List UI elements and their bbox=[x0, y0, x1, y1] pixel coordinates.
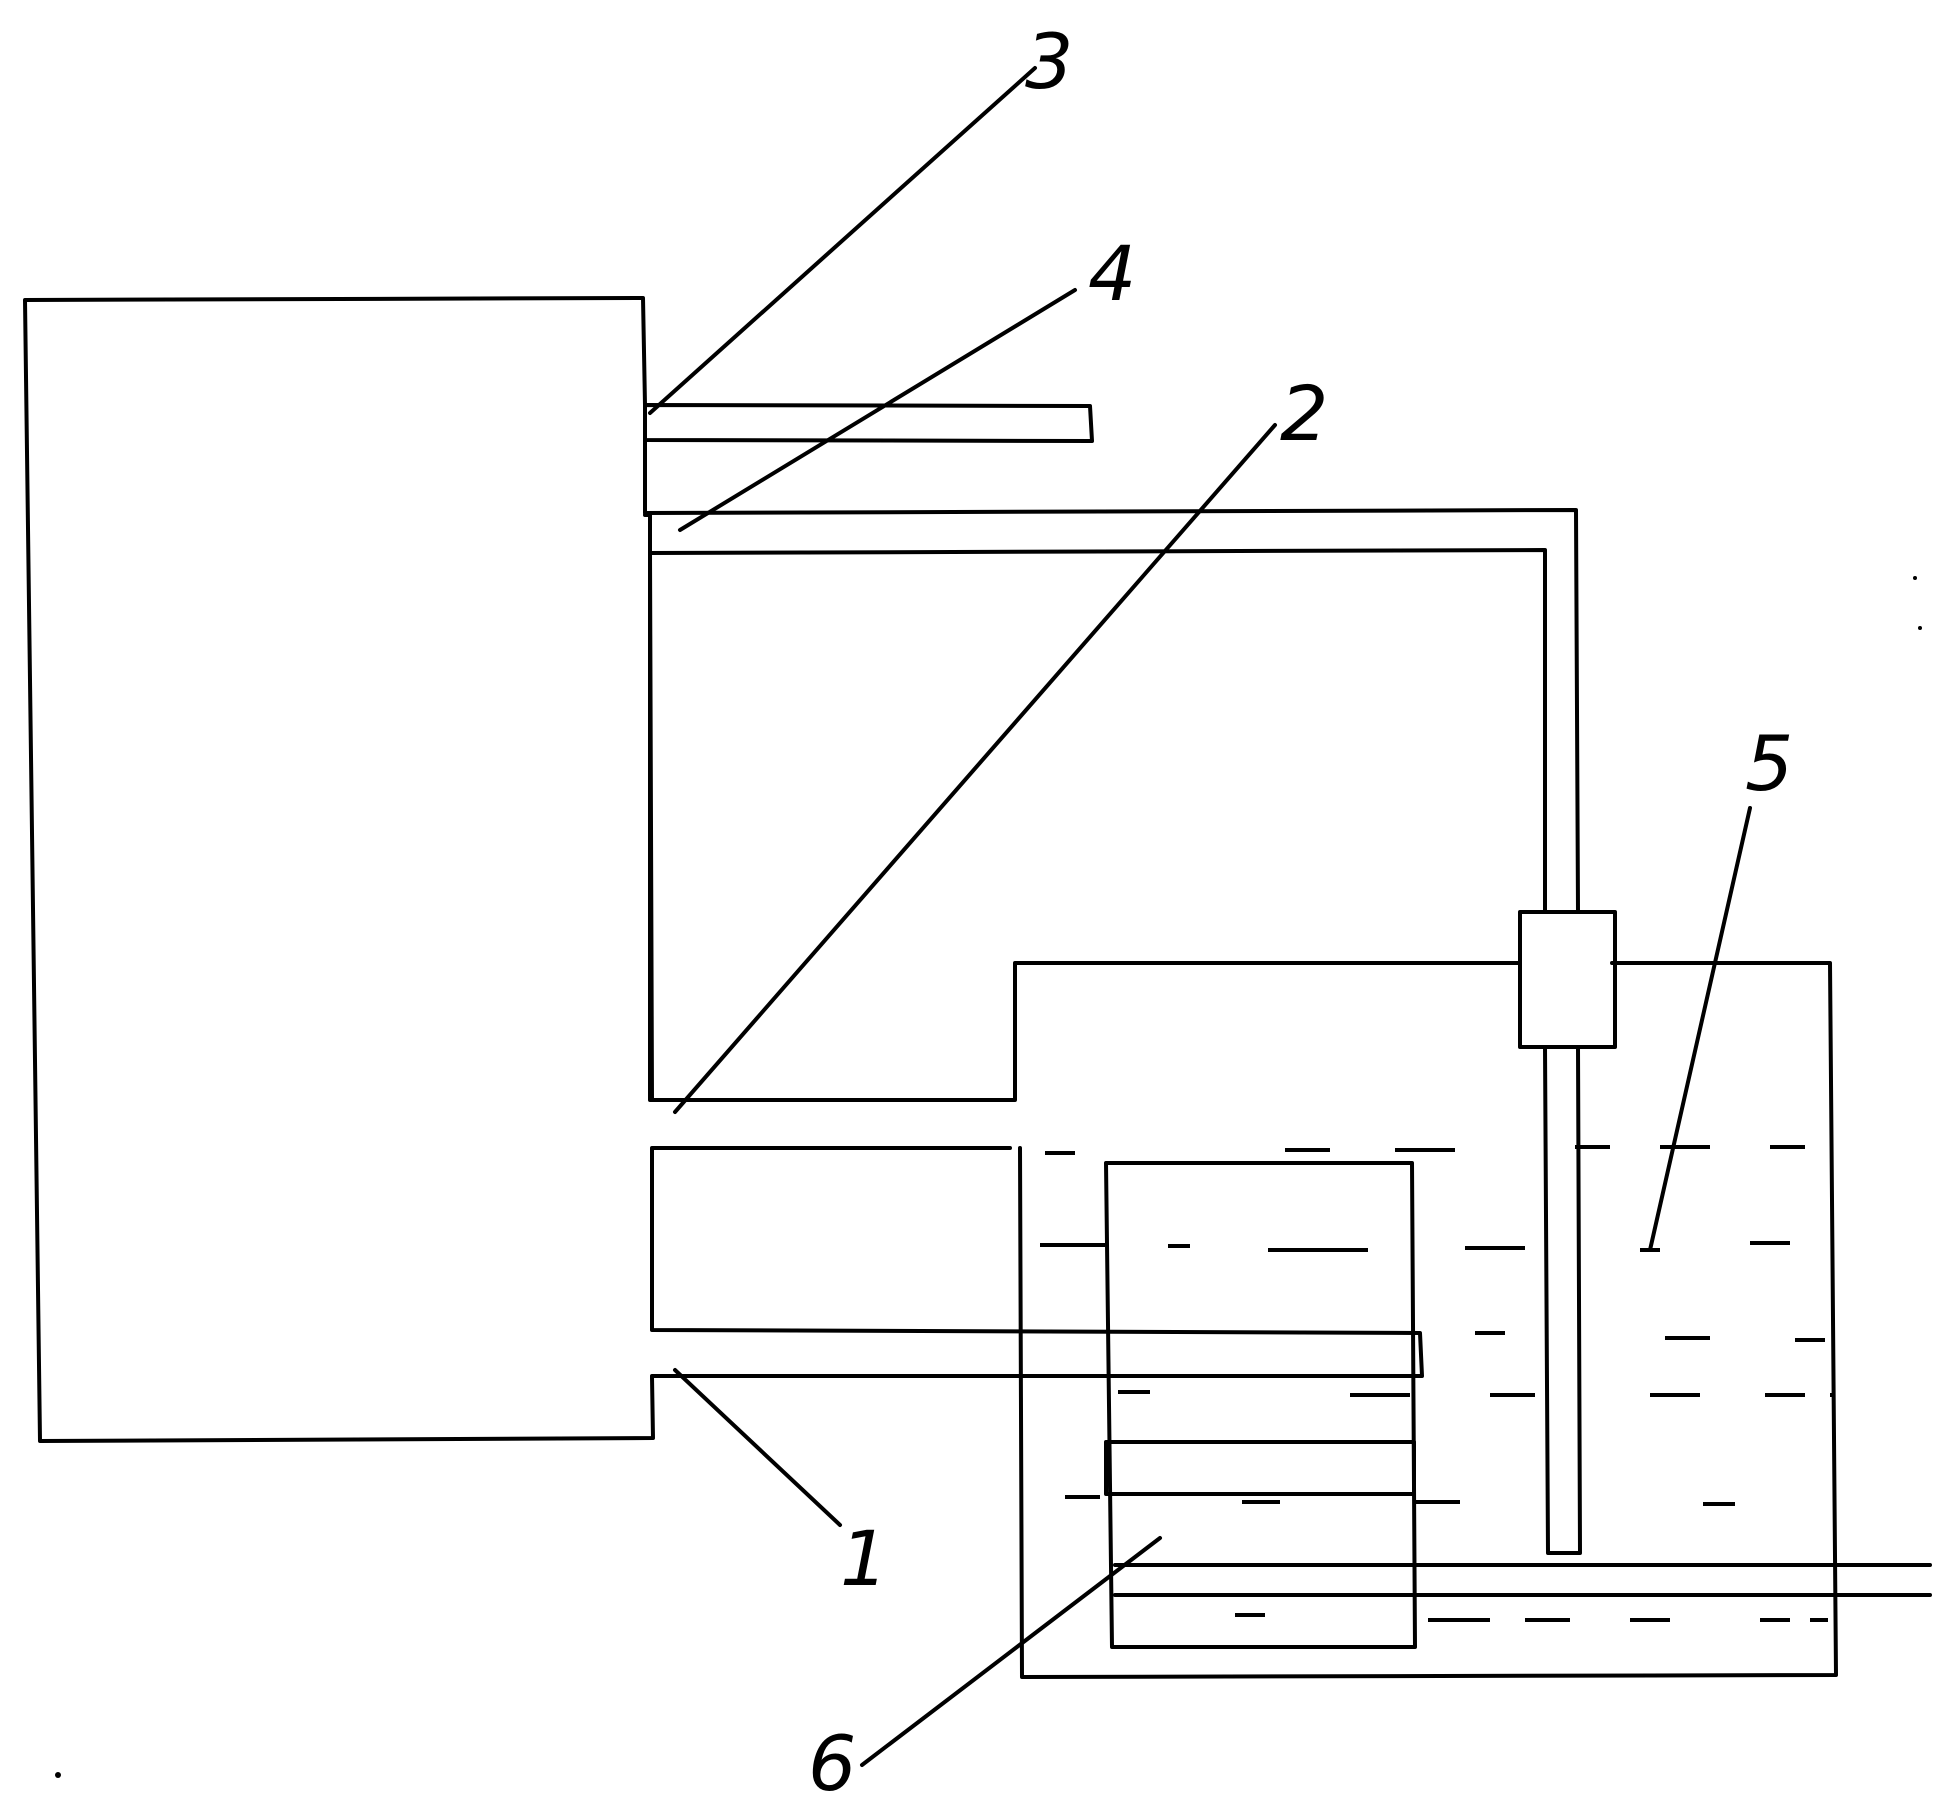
speck bbox=[55, 1772, 61, 1778]
container-band bbox=[1104, 1440, 1416, 1496]
liquid-dashes bbox=[1040, 1145, 1835, 1622]
pipe-4 bbox=[643, 438, 1580, 914]
label-3: 3 bbox=[1025, 17, 1073, 106]
label-1: 1 bbox=[840, 1514, 888, 1603]
pipe-1 bbox=[650, 1146, 1424, 1378]
valve bbox=[1518, 910, 1617, 1049]
speck bbox=[1918, 626, 1922, 630]
label-2: 2 bbox=[1280, 369, 1328, 458]
leader-4 bbox=[678, 288, 1077, 532]
leader-5 bbox=[1648, 806, 1752, 1252]
label-6: 6 bbox=[808, 1719, 856, 1805]
leader-2 bbox=[673, 423, 1277, 1114]
main-body bbox=[23, 296, 655, 1443]
label-4: 4 bbox=[1088, 229, 1136, 318]
vertical-pipe bbox=[1543, 1045, 1582, 1555]
speck bbox=[1913, 576, 1917, 580]
leader-1 bbox=[673, 1368, 842, 1527]
pipe-3 bbox=[643, 403, 1094, 443]
outlet-pipe bbox=[1113, 1563, 1932, 1597]
leader-3 bbox=[648, 66, 1037, 415]
chamber-2 bbox=[648, 551, 1838, 1679]
label-5: 5 bbox=[1745, 719, 1793, 808]
container-6 bbox=[1104, 1161, 1417, 1649]
leader-6 bbox=[860, 1536, 1162, 1767]
